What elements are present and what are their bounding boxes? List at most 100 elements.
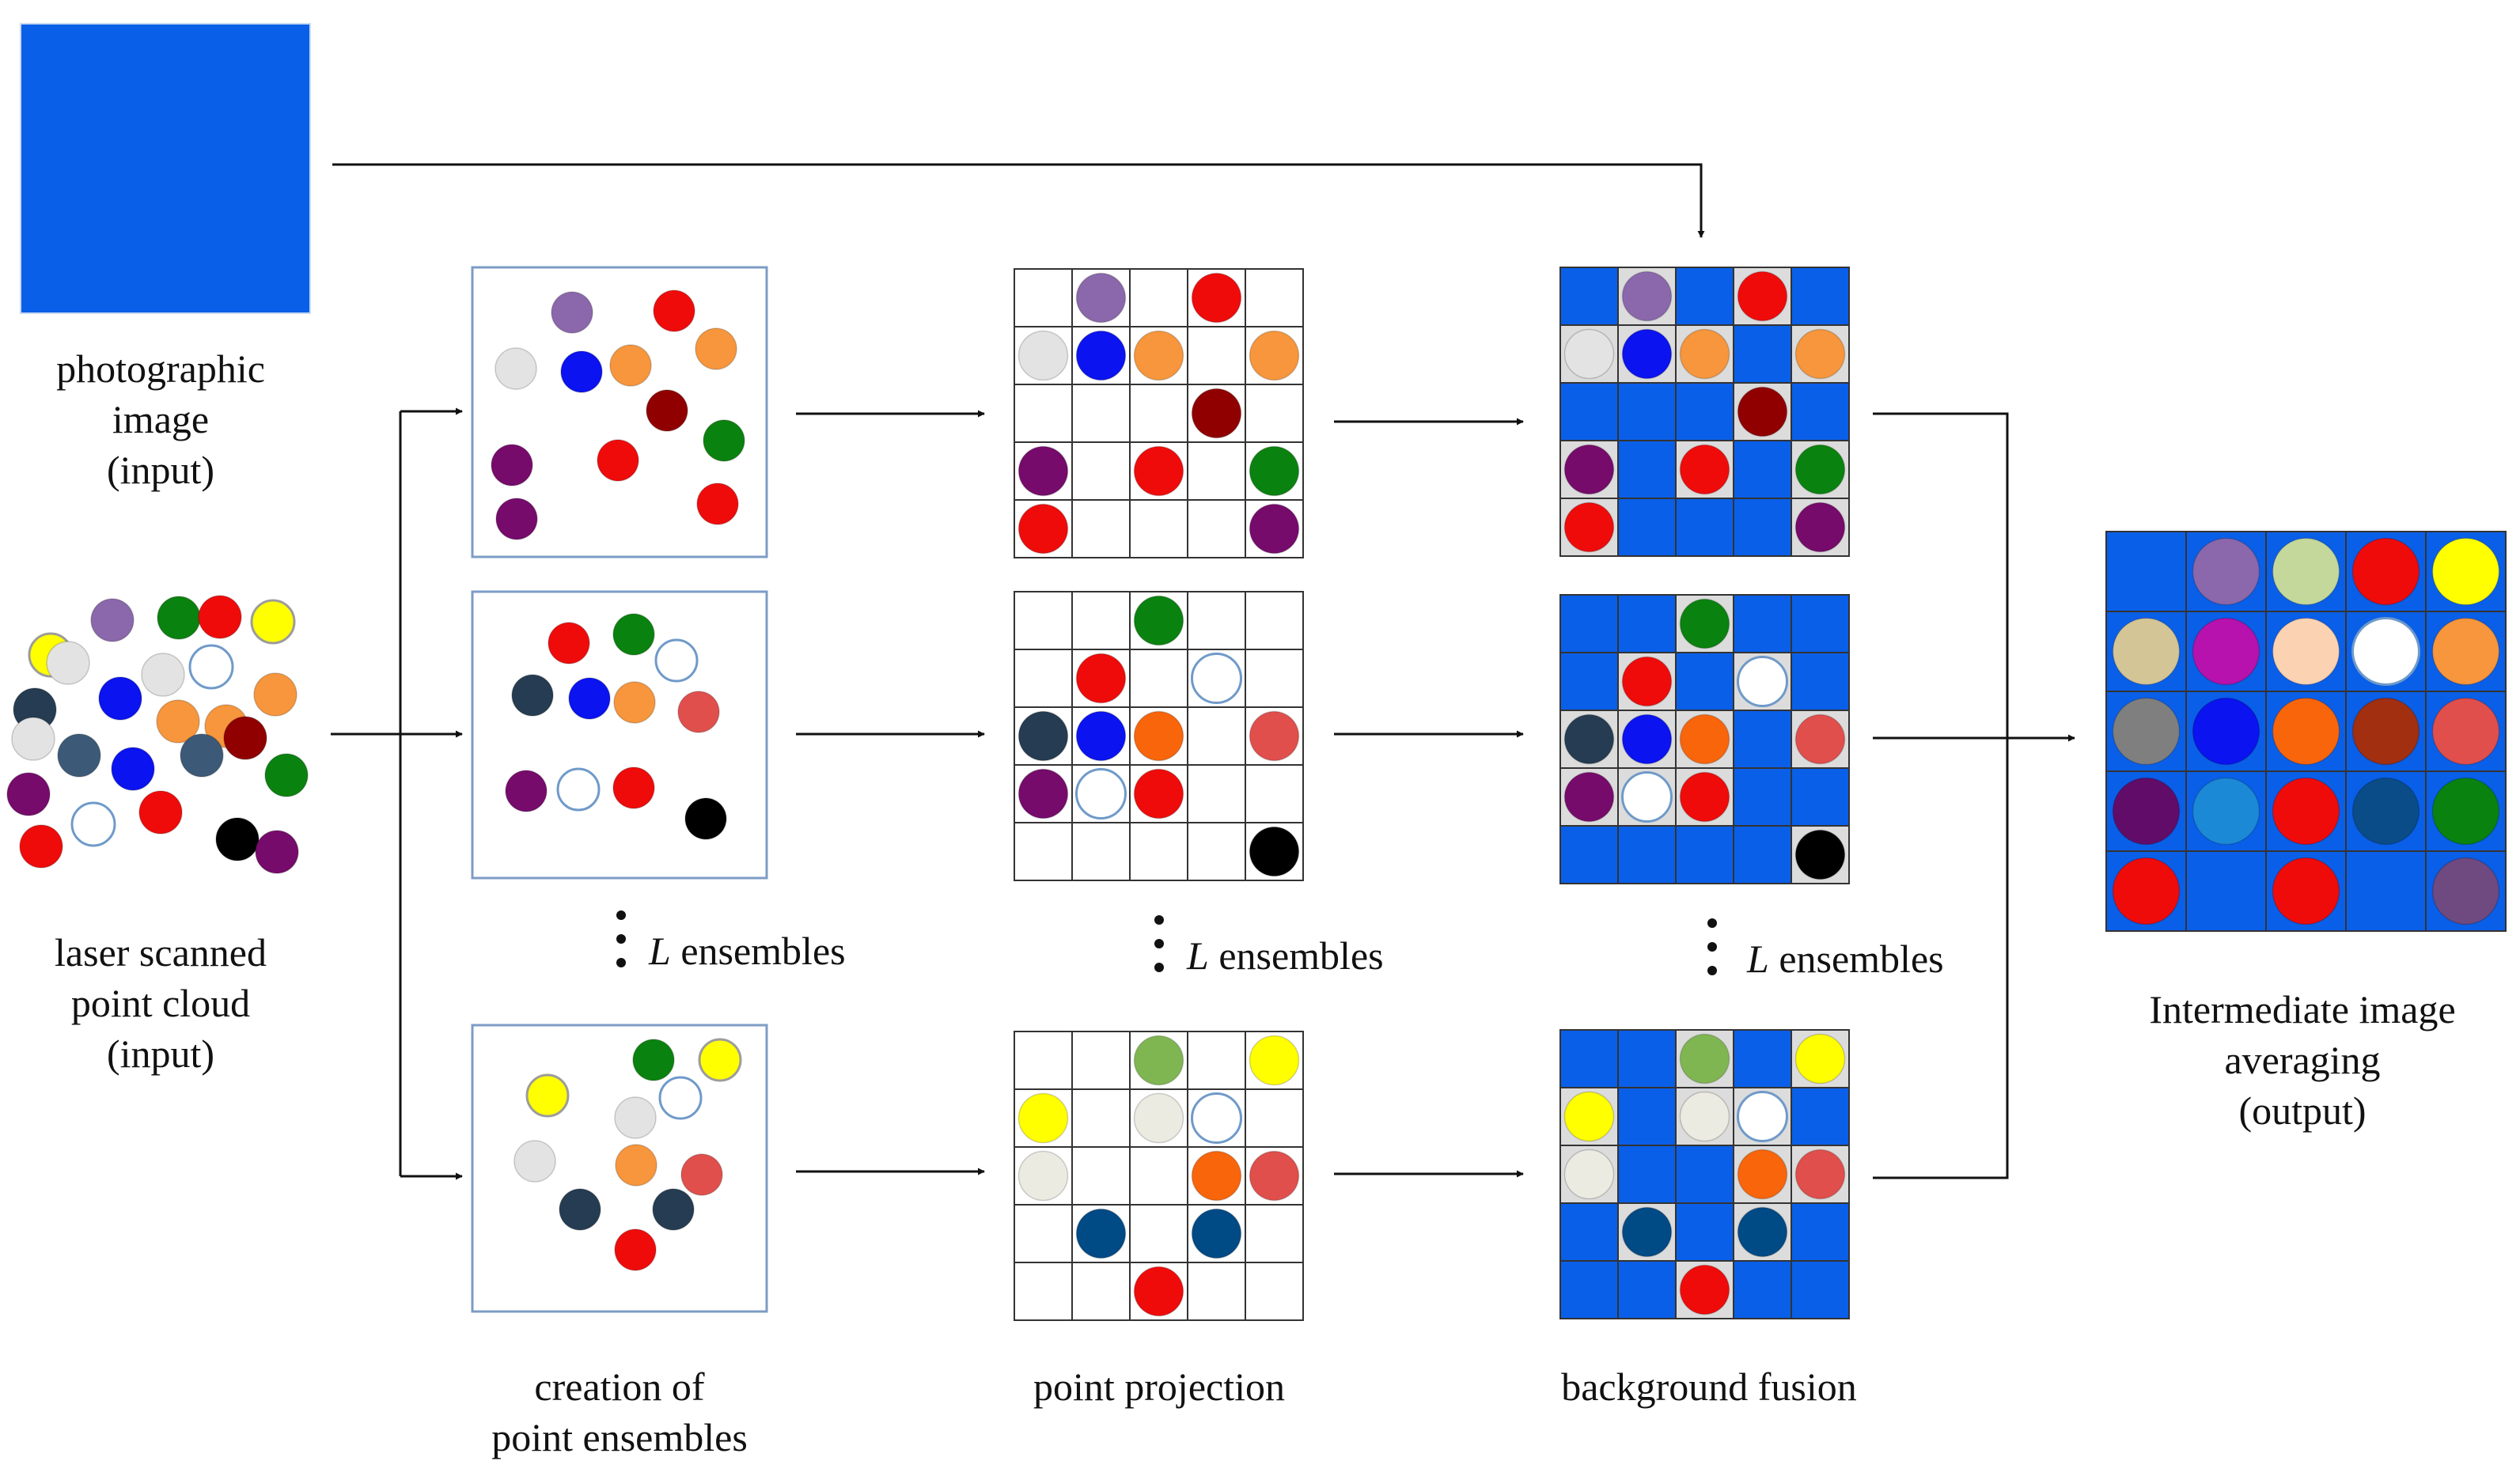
grid-cell: [1733, 440, 1792, 499]
ellipsis-dot: [1154, 915, 1164, 925]
grid-point: [1249, 826, 1300, 877]
grid-point: [2272, 617, 2340, 686]
photo-to-fusion-arrow: [332, 163, 1705, 238]
grid-cell: [1187, 499, 1246, 558]
grid-point: [1017, 1150, 1069, 1202]
ensemble-point: [556, 767, 601, 812]
grid-point: [1133, 1266, 1184, 1317]
grid-point: [1133, 710, 1184, 762]
label-photographic-image: photographic image (input): [8, 343, 313, 495]
grid-point: [2431, 697, 2500, 766]
grid-cell: [1617, 1260, 1677, 1319]
grid-cell: [1071, 384, 1131, 443]
input-point-cloud: [6, 595, 309, 874]
grid-point: [1794, 328, 1846, 380]
ensemble-point: [632, 1039, 675, 1081]
grid-cell: [1675, 382, 1734, 441]
label-line: laser scanned: [55, 930, 267, 975]
grid-cell: [1187, 1031, 1246, 1090]
cloud-point: [156, 699, 200, 744]
grid-point: [1191, 653, 1242, 704]
grid-point: [2351, 537, 2420, 606]
grid-point: [2272, 537, 2340, 606]
cloud-point: [264, 753, 309, 797]
grid-cell: [1733, 498, 1792, 557]
grid-point: [1621, 771, 1673, 823]
grid-point: [1563, 444, 1615, 495]
grid-point: [1794, 1149, 1846, 1200]
grid-point: [1621, 271, 1673, 322]
grid-cell: [1733, 594, 1792, 653]
label-line: photographic: [56, 346, 265, 391]
grid-point: [1075, 768, 1127, 819]
grid-cell: [1791, 1260, 1850, 1319]
grid-cell: [1733, 710, 1792, 769]
grid-point: [1191, 388, 1242, 439]
ensemble-point: [698, 1038, 742, 1082]
ensemble-point: [703, 419, 745, 462]
grid-cell: [1245, 1088, 1304, 1148]
ensembles-label-creation: L ensembles: [649, 927, 846, 975]
grid-cell: [1014, 591, 1073, 650]
cloud-point: [215, 817, 260, 861]
grid-cell: [1617, 498, 1677, 557]
projection-grid: [1014, 1031, 1304, 1321]
grid-point: [1133, 1092, 1184, 1144]
grid-point: [1737, 1091, 1788, 1142]
grid-point: [1737, 1149, 1788, 1200]
ensemble-point: [654, 638, 699, 683]
ensemble-point: [495, 498, 538, 540]
ellipsis-dot: [1707, 966, 1717, 975]
ensemble-point: [614, 1228, 657, 1271]
grid-cell: [1071, 1088, 1131, 1148]
grid-point: [1133, 1035, 1184, 1086]
grid-point: [2351, 697, 2420, 766]
grid-cell: [1245, 268, 1304, 327]
cloud-point: [6, 772, 51, 816]
grid-point: [2351, 617, 2420, 686]
grid-point: [1794, 1033, 1846, 1084]
grid-point: [1191, 1092, 1242, 1144]
grid-point: [1563, 771, 1615, 823]
cloud-point: [90, 598, 135, 642]
ensemble-point: [684, 797, 727, 840]
ensemble-point: [612, 766, 655, 809]
grid-cell: [1187, 326, 1246, 385]
grid-cell: [1733, 1260, 1792, 1319]
grid-cell: [1675, 1202, 1734, 1262]
ensemble-point: [646, 389, 688, 432]
grid-point: [1679, 1033, 1730, 1084]
grid-cell: [1559, 652, 1619, 711]
grid-cell: [1129, 649, 1188, 708]
connectors: [331, 163, 2075, 1180]
ensemble-point: [613, 681, 656, 724]
grid-point: [2431, 857, 2500, 925]
grid-cell: [1187, 822, 1246, 881]
grid-point: [1249, 1035, 1300, 1086]
grid-cell: [1187, 764, 1246, 823]
ensemble-symbol: L: [1187, 933, 1209, 978]
photographic-image: [20, 23, 311, 314]
grid-point: [1794, 444, 1846, 495]
grid-cell: [1675, 825, 1734, 884]
ensemble-point: [609, 344, 652, 387]
label-point-cloud: laser scanned point cloud (input): [0, 927, 329, 1079]
ellipsis-dot: [1154, 963, 1164, 972]
ensemble-point: [614, 1096, 657, 1139]
ensemble-point: [677, 691, 720, 733]
grid-cell: [2185, 850, 2267, 932]
grid-cell: [2345, 850, 2427, 932]
grid-cell: [1617, 1029, 1677, 1088]
grid-point: [1017, 710, 1069, 762]
label-line: point cloud: [70, 981, 251, 1025]
point-projection-grids: [1014, 268, 1304, 1321]
cloud-point: [253, 672, 297, 717]
grid-cell: [1129, 268, 1188, 327]
grid-cell: [1129, 822, 1188, 881]
grid-cell: [1245, 649, 1304, 708]
ensemble-point: [505, 770, 548, 812]
grid-point: [2192, 777, 2260, 846]
grid-point: [2192, 697, 2260, 766]
label-line: (output): [2238, 1088, 2367, 1133]
output-averaged-grid: [2105, 531, 2507, 932]
